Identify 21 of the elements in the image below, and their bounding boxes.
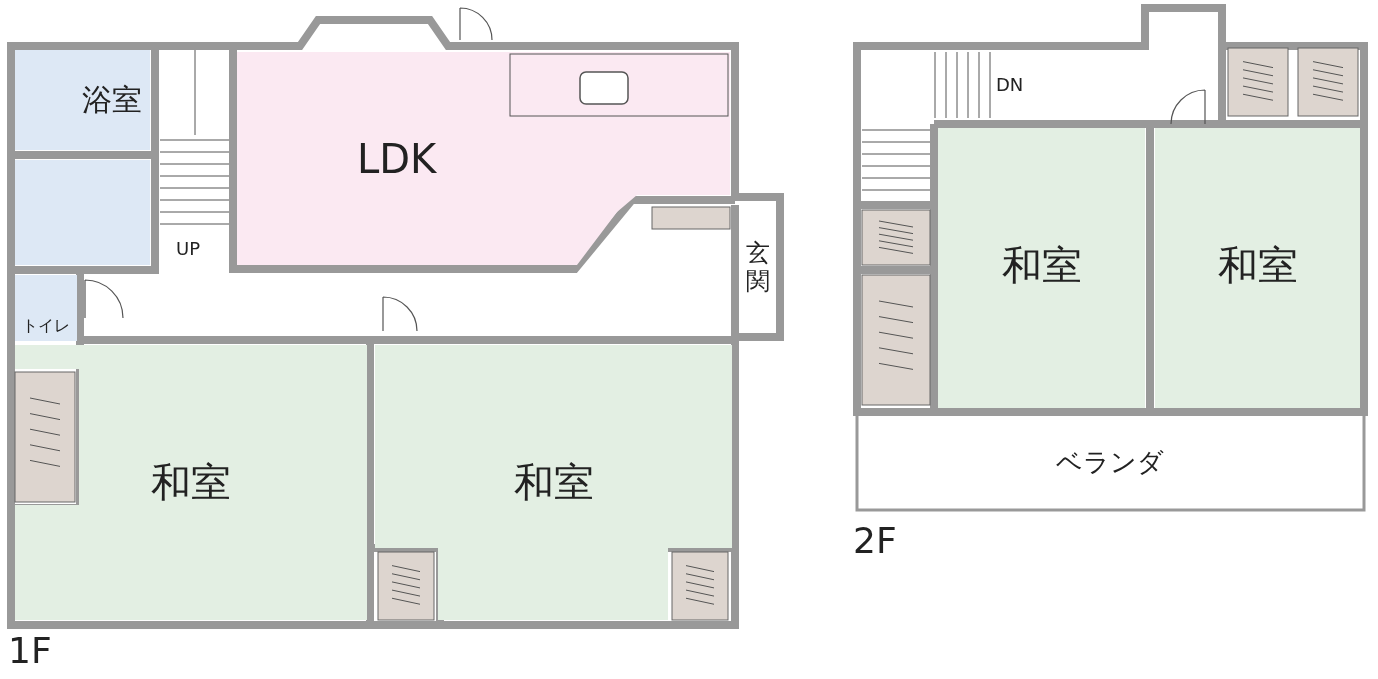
room-name: LDK <box>357 135 437 182</box>
stair-direction-text: UP <box>176 238 201 259</box>
washroom-floor <box>15 160 150 265</box>
floor-label: 1F <box>8 630 52 671</box>
room-name: 和室 <box>1001 241 1082 290</box>
stair-direction-text: DN <box>996 74 1024 95</box>
bathroom-floor <box>15 50 150 150</box>
living-room-floor <box>237 52 730 265</box>
floor-label: 2F <box>853 520 897 561</box>
japanese-room-floor <box>938 128 1145 408</box>
room-name: ベランダ <box>1056 445 1164 479</box>
room-name: 浴室 <box>82 80 142 119</box>
room-name: 和室 <box>1217 241 1298 290</box>
japanese-room-floor <box>15 345 367 620</box>
room-name: 和室 <box>513 458 594 507</box>
room-name: トイレ <box>22 316 70 337</box>
toilet-floor <box>15 275 77 341</box>
room-name: 和室 <box>151 458 231 507</box>
japanese-room-floor <box>1155 128 1360 408</box>
japanese-room-floor <box>375 345 732 620</box>
room-name: 玄関 <box>746 239 770 296</box>
